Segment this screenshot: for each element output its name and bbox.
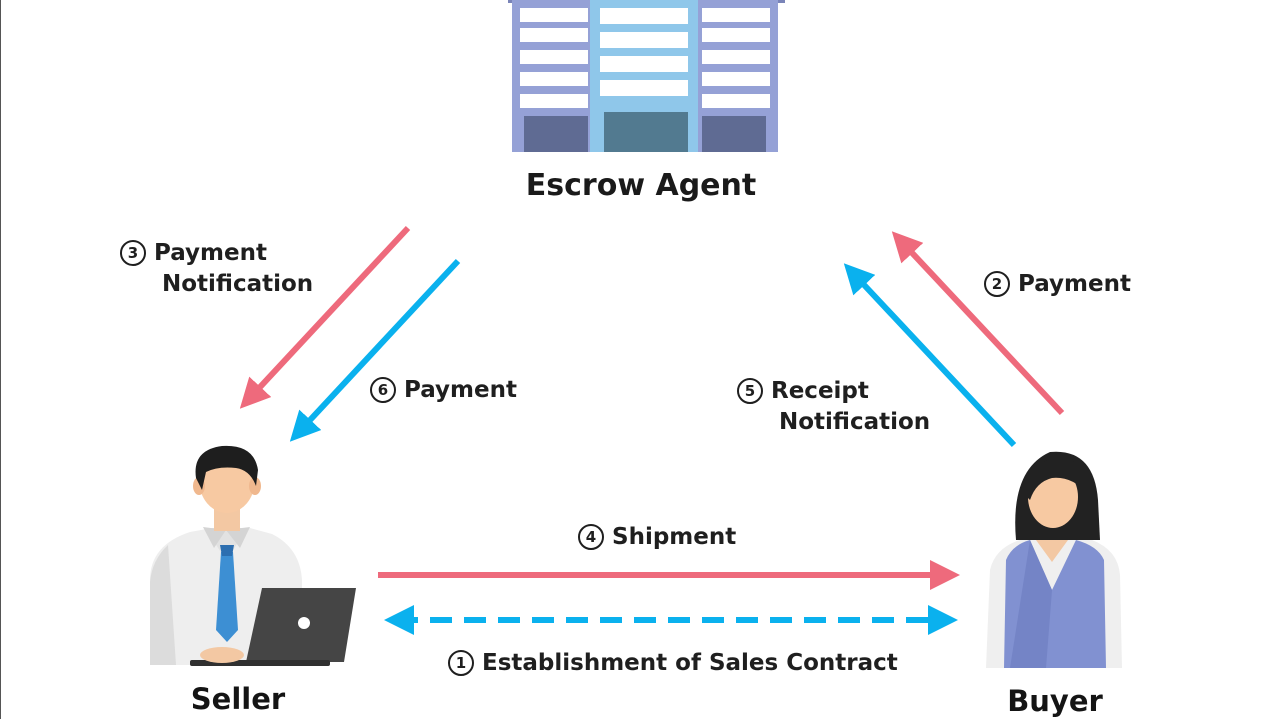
step-5-text-line1: Receipt [771, 378, 869, 404]
step-1-label: 1 Establishment of Sales Contract [448, 648, 898, 679]
arrow-payment-to-seller [289, 258, 461, 442]
step-3-text-line2: Notification [162, 271, 314, 297]
office-building-icon [508, 0, 785, 152]
step-2-label: 2 Payment [984, 269, 1131, 300]
step-4-number: 4 [578, 524, 604, 550]
step-5-number: 5 [737, 378, 763, 404]
arrow-payment-to-escrow [891, 231, 1065, 416]
step-1-number: 1 [448, 650, 474, 676]
escrow-agent-title: Escrow Agent [525, 168, 757, 203]
step-2-number: 2 [984, 271, 1010, 297]
step-3-text-line1: Payment [154, 240, 267, 266]
step-6-label: 6 Payment [370, 375, 517, 406]
step-5-text-line2: Notification [779, 409, 931, 435]
man-with-laptop-icon [150, 445, 356, 666]
woman-in-vest-icon [986, 451, 1122, 668]
step-1-text: Establishment of Sales Contract [482, 650, 898, 676]
step-2-text: Payment [1018, 271, 1131, 297]
step-5-label: 5 Receipt Notification [737, 376, 930, 438]
step-3-label: 3 Payment Notification [120, 238, 313, 300]
buyer-title: Buyer [1007, 684, 1103, 718]
step-6-number: 6 [370, 377, 396, 403]
step-3-number: 3 [120, 240, 146, 266]
step-6-text: Payment [404, 377, 517, 403]
arrow-payment-notification [239, 225, 411, 409]
step-4-label: 4 Shipment [578, 522, 736, 553]
step-4-text: Shipment [612, 524, 737, 550]
seller-title: Seller [190, 682, 286, 716]
arrow-receipt-notification [843, 263, 1017, 448]
